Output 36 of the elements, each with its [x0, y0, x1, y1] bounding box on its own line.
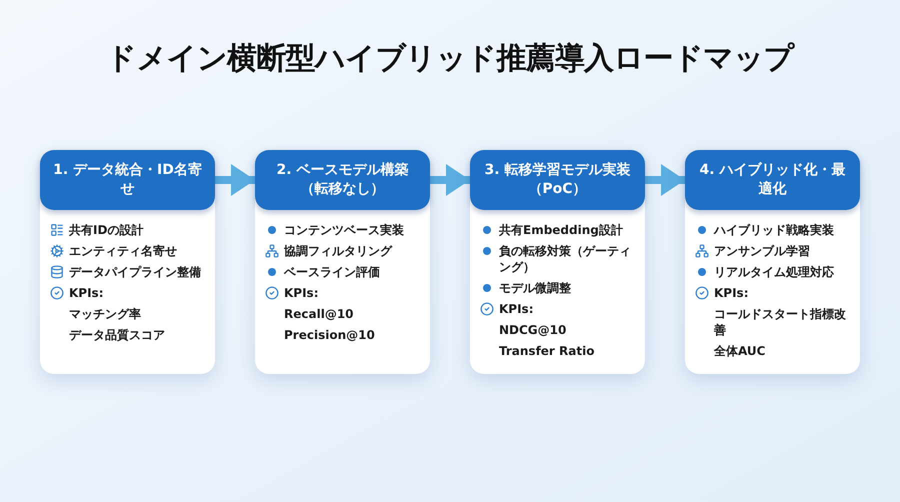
- task-item: ハイブリッド戦略実装: [714, 222, 834, 238]
- task-item: アンサンブル学習: [714, 243, 810, 259]
- kpi-item: 全体AUC: [714, 343, 766, 359]
- stage-header: 4. ハイブリッド化・最適化: [685, 150, 860, 210]
- task-item: ベースライン評価: [284, 264, 380, 280]
- kpi-item: データ品質スコア: [69, 327, 165, 343]
- task-item: モデル微調整: [499, 280, 571, 296]
- task-item: 共有Embedding設計: [499, 222, 623, 238]
- stage-card: [685, 150, 860, 374]
- kpi-item: マッチング率: [69, 306, 141, 322]
- kpi-heading: KPIs:: [284, 285, 318, 301]
- task-item: データパイプライン整備: [69, 264, 201, 280]
- stage-card: [470, 150, 645, 374]
- kpi-item: NDCG@10: [499, 322, 566, 338]
- task-item: 共有IDの設計: [69, 222, 144, 238]
- kpi-heading: KPIs:: [499, 301, 534, 317]
- stage-card: [40, 150, 215, 374]
- title: ドメイン横断型ハイブリッド推薦導入ロードマップ: [105, 40, 796, 78]
- stage-header: 3. 転移学習モデル実装（PoC）: [470, 150, 645, 210]
- kpi-item: Transfer Ratio: [499, 343, 594, 359]
- kpi-item: Precision@10: [284, 327, 375, 343]
- stage-header: 1. データ統合・ID名寄せ: [40, 150, 215, 210]
- arrow: [430, 164, 470, 196]
- task-item: コンテンツベース実装: [284, 222, 404, 238]
- arrow: [645, 164, 685, 196]
- kpi-heading: KPIs:: [69, 285, 104, 301]
- stage-header: 2. ベースモデル構築（転移なし）: [255, 150, 430, 210]
- task-item: リアルタイム処理対応: [714, 264, 834, 280]
- arrow: [215, 164, 255, 196]
- task-item: エンティティ名寄せ: [69, 243, 177, 259]
- task-item: 負の転移対策（ゲーティング）: [499, 243, 632, 275]
- task-item: 協調フィルタリング: [284, 243, 392, 259]
- stage-card: [255, 150, 430, 374]
- kpi-heading: KPIs:: [714, 285, 748, 301]
- kpi-item: Recall@10: [284, 306, 354, 322]
- kpi-item: コールドスタート指標改善: [714, 306, 847, 338]
